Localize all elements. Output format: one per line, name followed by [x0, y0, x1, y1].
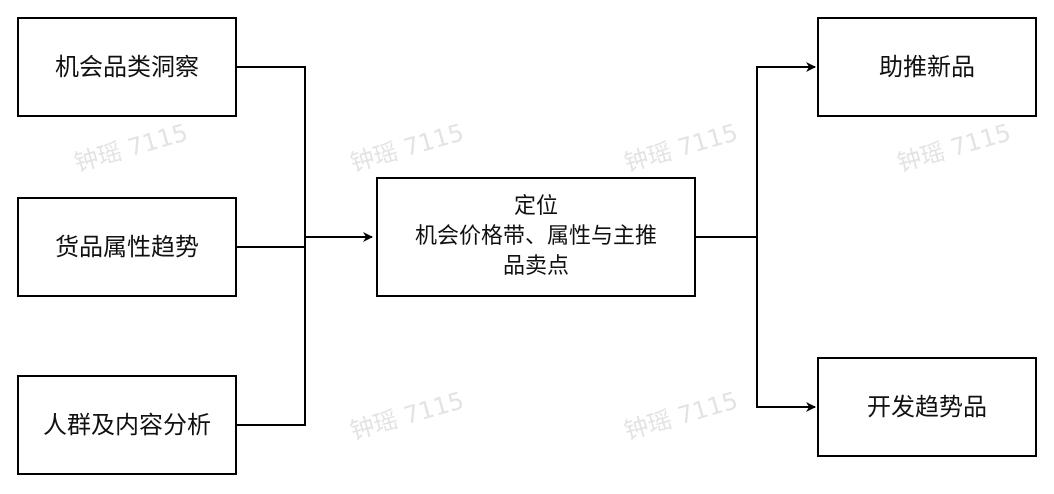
- arrow-to-output-1: [756, 62, 816, 237]
- input-box-label: 人群及内容分析: [43, 411, 211, 439]
- input-box-label: 机会品类洞察: [55, 53, 199, 81]
- input-box-category-insight: 机会品类洞察: [17, 17, 237, 117]
- output-box-develop-trend-product: 开发趋势品: [817, 357, 1037, 457]
- positioning-detail-line2: 品卖点: [502, 254, 569, 279]
- output-box-promote-new-product: 助推新品: [817, 17, 1037, 117]
- connector-input-3: [237, 237, 306, 426]
- output-box-label: 开发趋势品: [867, 393, 987, 421]
- connector-input-1: [237, 66, 306, 237]
- output-box-label: 助推新品: [879, 53, 975, 81]
- positioning-box: 定位 机会价格带、属性与主推 品卖点: [376, 177, 696, 297]
- input-box-product-attribute-trend: 货品属性趋势: [17, 197, 237, 297]
- input-box-audience-content-analysis: 人群及内容分析: [17, 375, 237, 475]
- input-box-label: 货品属性趋势: [55, 233, 199, 261]
- positioning-title: 定位: [513, 194, 558, 219]
- arrow-to-output-2: [756, 237, 816, 412]
- positioning-detail-line1: 机会价格带、属性与主推: [414, 224, 657, 249]
